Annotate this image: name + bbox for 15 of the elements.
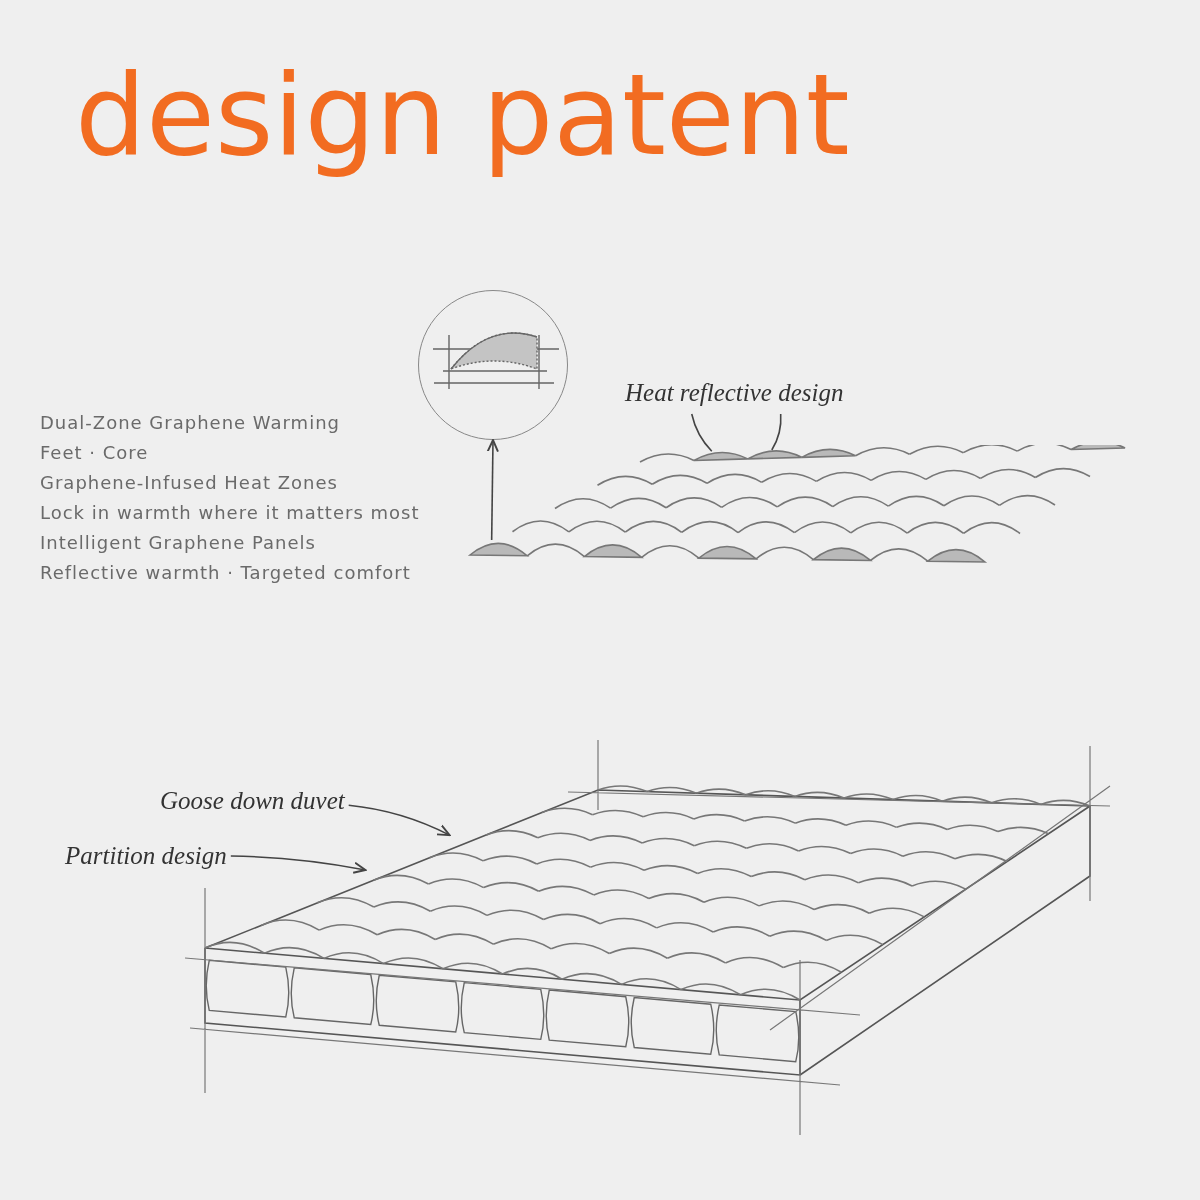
title-heading: design patent — [75, 50, 850, 180]
arrow — [230, 855, 367, 874]
feature-text: Lock in warmth where it matters most — [40, 501, 420, 525]
annotation-text: Goose down duvet — [160, 780, 345, 822]
feature-text: Reflective warmth · Targeted comfort — [40, 561, 411, 585]
feature-text: Feet · Core — [40, 441, 149, 465]
leader-line — [771, 413, 782, 451]
feature-text: Graphene-Infused Heat Zones — [40, 471, 338, 495]
feature-text: Intelligent Graphene Panels — [40, 531, 316, 555]
arrow — [347, 804, 451, 837]
feature-text: Dual-Zone Graphene Warming — [40, 411, 340, 435]
annotation-text: Partition design — [65, 835, 227, 877]
leader-line — [690, 413, 713, 453]
arrow — [486, 439, 499, 541]
annotation-text: Heat reflective design — [625, 372, 844, 414]
